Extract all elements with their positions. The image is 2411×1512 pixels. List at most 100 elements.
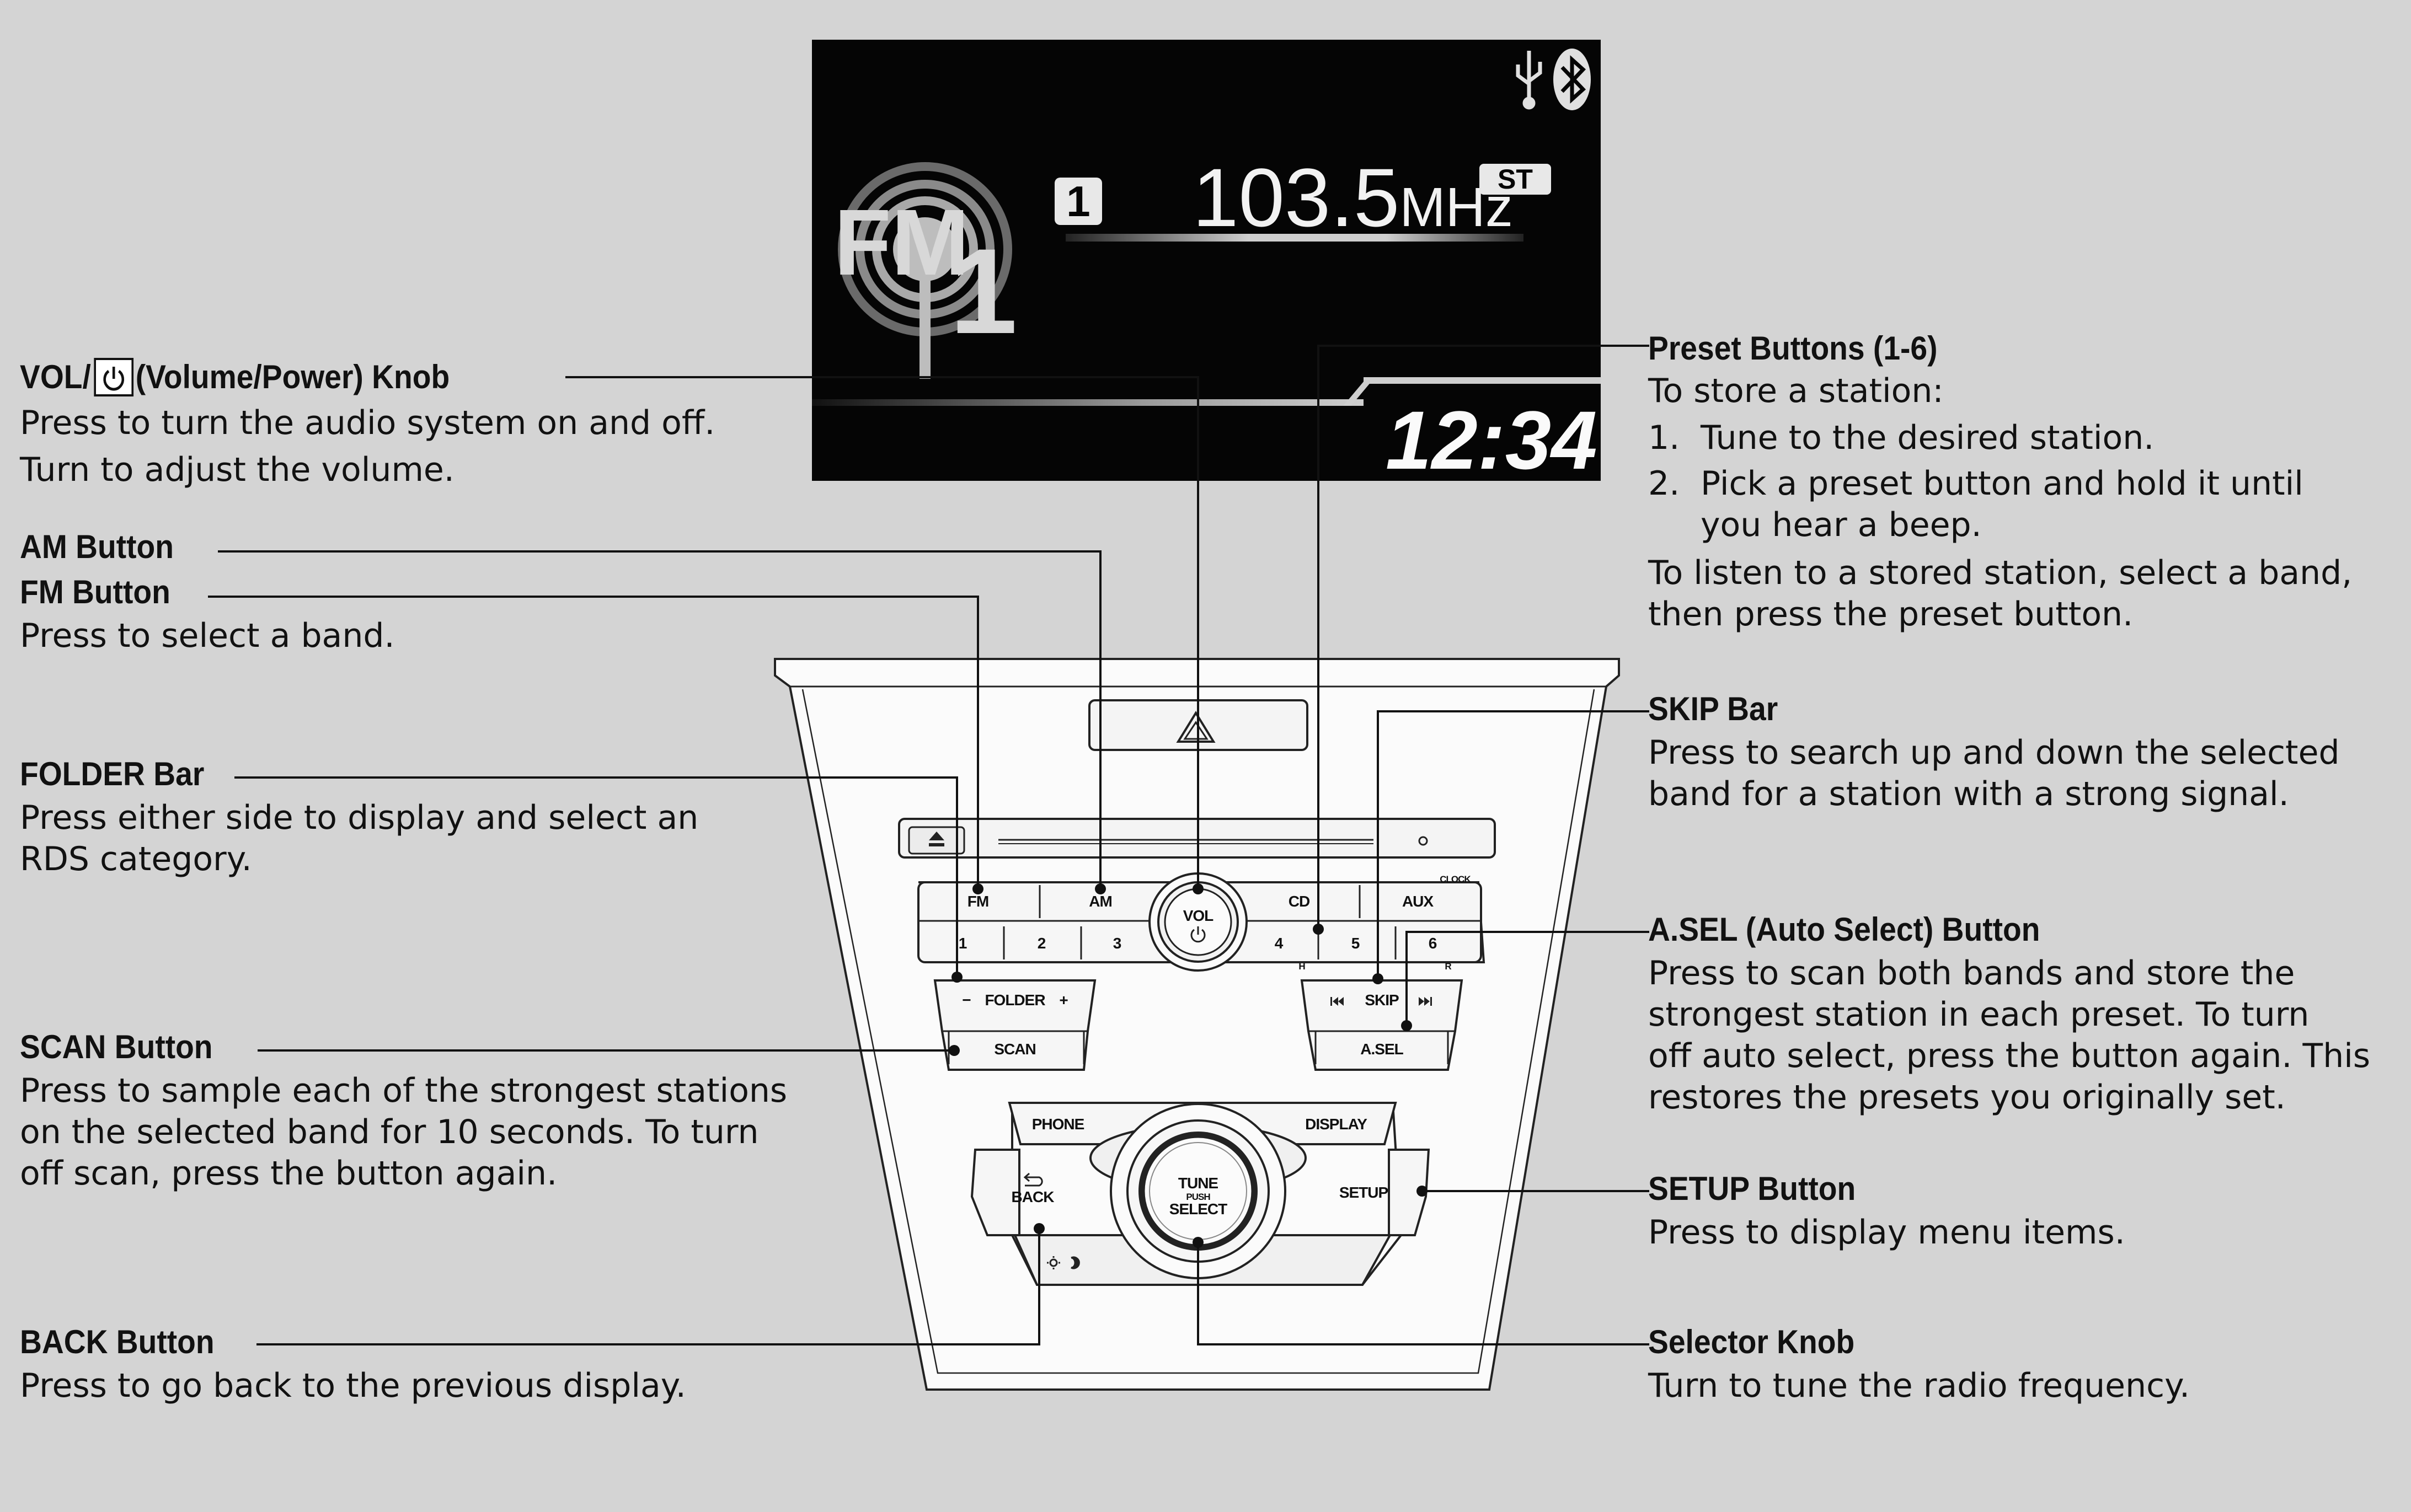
power-icon (1190, 926, 1206, 943)
folder-plus-button[interactable]: + (1059, 991, 1068, 1009)
preset-button-1[interactable]: 1 (959, 935, 967, 952)
asel-callout: A.SEL (Auto Select) Button Press to scan… (1648, 907, 2370, 1118)
folder-leader (234, 776, 958, 976)
preset-button-2[interactable]: 2 (1038, 935, 1046, 952)
h-mark: H (1298, 961, 1305, 972)
scan-button[interactable]: SCAN (994, 1041, 1036, 1058)
vol-callout-title: VOL/(Volume/Power) Knob (20, 354, 659, 400)
brightness-icon (1047, 1256, 1080, 1269)
asel-leader (1405, 931, 1649, 1026)
skip-back-icon (1330, 997, 1344, 1006)
fm-button[interactable]: FM (967, 893, 989, 910)
preset-step: 1.Tune to the desired station. (1648, 419, 2155, 457)
setup-callout: SETUP Button Press to display menu items… (1648, 1166, 2125, 1253)
skip-bar[interactable]: SKIP (1365, 991, 1399, 1009)
clock-label: CLOCK (1440, 874, 1471, 884)
scan-callout-line: off scan, press the button again. (20, 1154, 558, 1193)
skip-callout: SKIP Bar Press to search up and down the… (1648, 686, 2340, 815)
back-leader (256, 1230, 1040, 1345)
band-number: 1 (950, 223, 1018, 359)
am-leader (218, 550, 1102, 888)
cd-button[interactable]: CD (1289, 893, 1311, 910)
am-button[interactable]: AM (1089, 893, 1113, 910)
fm-callout-line: Press to select a band. (20, 616, 395, 655)
svg-text:SELECT: SELECT (1169, 1200, 1227, 1218)
scan-callout-title: SCAN Button (20, 1028, 213, 1065)
asel-button[interactable]: A.SEL (1360, 1041, 1404, 1058)
aux-button[interactable]: AUX (1402, 893, 1434, 910)
asel-callout-line: off auto select, press the button again.… (1648, 1037, 2371, 1075)
audio-display-screen: FM 1 1 103.5MHz ST (812, 40, 1601, 481)
frequency-underline (1066, 234, 1523, 242)
frequency-readout: 103.5MHz (1193, 151, 1513, 244)
asel-callout-line: restores the presets you originally set. (1648, 1078, 2286, 1117)
fm-leader (208, 596, 979, 888)
band-label: FM (834, 190, 970, 295)
scan-callout-line: Press to sample each of the strongest st… (20, 1071, 788, 1110)
skip-forward-icon (1419, 997, 1432, 1006)
fm-callout-title: FM Button (20, 573, 170, 610)
preset-button-3[interactable]: 3 (1113, 935, 1122, 952)
back-callout-line: Press to go back to the previous display… (20, 1366, 686, 1405)
folder-minus-button[interactable]: − (962, 991, 971, 1009)
asel-callout-title: A.SEL (Auto Select) Button (1648, 911, 2040, 948)
eject-button[interactable] (908, 826, 965, 855)
preset-button-4[interactable]: 4 (1275, 935, 1284, 952)
fm-callout: FM Button Press to select a band. (20, 569, 395, 657)
skip-callout-line: Press to search up and down the selected (1648, 733, 2340, 772)
bluetooth-icon (1553, 49, 1591, 110)
preset-callout-line: To listen to a stored station, select a … (1648, 554, 2353, 592)
svg-text:PUSH: PUSH (1186, 1192, 1210, 1202)
back-button[interactable]: BACK (1012, 1188, 1055, 1205)
usb-icon (1516, 51, 1542, 110)
skip-leader (1377, 710, 1649, 978)
preset-callout-line: then press the preset button. (1648, 595, 2134, 634)
selector-callout-line: Turn to tune the radio frequency. (1648, 1366, 2190, 1405)
preset-number-badge: 1 (1055, 178, 1102, 225)
skip-callout-title: SKIP Bar (1648, 690, 1778, 727)
folder-bar[interactable]: FOLDER (985, 991, 1046, 1009)
vol-leader (565, 376, 1199, 888)
folder-callout: FOLDER Bar Press either side to display … (20, 751, 698, 880)
folder-scan-block (933, 979, 1097, 1071)
status-strip (812, 377, 1601, 481)
back-callout: BACK Button Press to go back to the prev… (20, 1319, 686, 1407)
fm-band-icon (838, 162, 1012, 379)
selector-callout: Selector Knob Turn to tune the radio fre… (1648, 1319, 2190, 1407)
svg-text:VOL: VOL (1183, 907, 1213, 924)
skip-callout-line: band for a station with a strong signal. (1648, 775, 2289, 813)
preset-leader (1317, 345, 1649, 929)
back-callout-title: BACK Button (20, 1323, 215, 1360)
am-callout: AM Button (20, 524, 187, 570)
selector-leader (1197, 1243, 1649, 1345)
setup-callout-title: SETUP Button (1648, 1170, 1856, 1207)
power-icon (94, 358, 134, 397)
r-mark: R (1445, 961, 1451, 972)
asel-callout-line: strongest station in each preset. To tur… (1648, 995, 2310, 1034)
asel-callout-line: Press to scan both bands and store the (1648, 954, 2295, 993)
back-arrow-icon (1023, 1172, 1043, 1187)
preset-step: 2.Pick a preset button and hold it until… (1648, 464, 2303, 544)
preset-button-5[interactable]: 5 (1351, 935, 1360, 952)
display-button[interactable]: DISPLAY (1305, 1116, 1368, 1133)
svg-text:TUNE: TUNE (1178, 1175, 1218, 1192)
phone-button[interactable]: PHONE (1032, 1116, 1085, 1133)
preset-button-6[interactable]: 6 (1429, 935, 1437, 952)
setup-callout-line: Press to display menu items. (1648, 1213, 2125, 1252)
vol-power-knob[interactable]: VOL (1148, 872, 1248, 972)
folder-callout-line: Press either side to display and select … (20, 798, 699, 837)
leader-dots (949, 883, 1428, 1248)
vol-callout-line: Turn to adjust the volume. (20, 451, 455, 489)
selector-callout-title: Selector Knob (1648, 1323, 1855, 1360)
setup-button[interactable]: SETUP (1339, 1184, 1389, 1201)
leader-lines (208, 345, 1649, 1345)
stereo-badge: ST (1479, 164, 1551, 195)
scan-callout: SCAN Button Press to sample each of the … (20, 1024, 787, 1194)
clock-readout: 12:34 (1386, 394, 1597, 481)
scan-callout-line: on the selected band for 10 seconds. To … (20, 1113, 759, 1151)
folder-callout-line: RDS category. (20, 840, 252, 878)
vol-callout: VOL/(Volume/Power) Knob Press to turn th… (20, 354, 715, 491)
vol-callout-line: Press to turn the audio system on and of… (20, 404, 715, 442)
